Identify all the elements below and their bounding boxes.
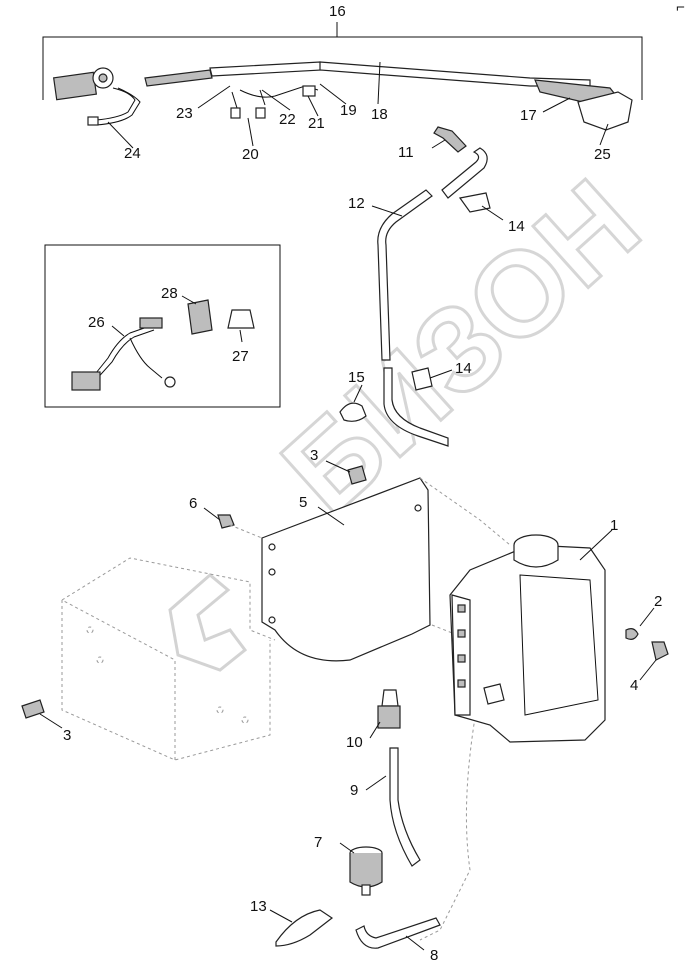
watermark-text: БИЗОН <box>258 155 664 540</box>
callout-23: 23 <box>176 105 193 122</box>
callout-11: 11 <box>398 144 414 161</box>
bolt-3-left <box>21 699 63 729</box>
callout-10: 10 <box>346 734 363 751</box>
callout-22: 22 <box>279 111 296 128</box>
callout-14-mid: 14 <box>455 360 472 377</box>
callout-2: 2 <box>654 593 662 610</box>
callout-19: 19 <box>340 102 357 119</box>
pump-and-lower-hoses <box>269 689 441 951</box>
callout-8: 8 <box>430 947 438 964</box>
callout-20: 20 <box>242 146 259 163</box>
upper-hoses <box>371 126 504 447</box>
clip-15 <box>339 384 367 422</box>
callout-7: 7 <box>314 834 322 851</box>
callout-3-upper: 3 <box>310 447 318 464</box>
callout-4: 4 <box>630 677 638 694</box>
callout-9: 9 <box>350 782 358 799</box>
group-16-bracket <box>42 22 643 100</box>
callout-26: 26 <box>88 314 105 331</box>
inset-box <box>44 244 281 408</box>
wiper-arm-assembly <box>52 61 633 131</box>
callout-15: 15 <box>348 369 365 386</box>
callout-16: 16 <box>329 3 346 20</box>
callout-3-lower: 3 <box>63 727 71 744</box>
callout-6: 6 <box>189 495 197 512</box>
reservoir-tank-1 <box>449 529 669 743</box>
bracket-plate-5 <box>203 460 431 662</box>
callout-1: 1 <box>610 517 618 534</box>
callout-12: 12 <box>348 195 365 212</box>
corner-mark: ⌐ <box>676 0 685 16</box>
callout-17: 17 <box>520 107 537 124</box>
callout-13: 13 <box>250 898 267 915</box>
callout-18: 18 <box>371 106 388 123</box>
callout-25: 25 <box>594 146 611 163</box>
callout-labels: 16 17 18 19 20 21 22 23 24 25 11 12 14 1… <box>63 3 662 964</box>
callout-27: 27 <box>232 348 249 365</box>
callout-14-top: 14 <box>508 218 525 235</box>
group-16-leaders <box>107 61 609 149</box>
callout-24: 24 <box>124 145 141 162</box>
callout-28: 28 <box>161 285 178 302</box>
callout-21: 21 <box>308 115 325 132</box>
callout-5: 5 <box>299 494 307 511</box>
